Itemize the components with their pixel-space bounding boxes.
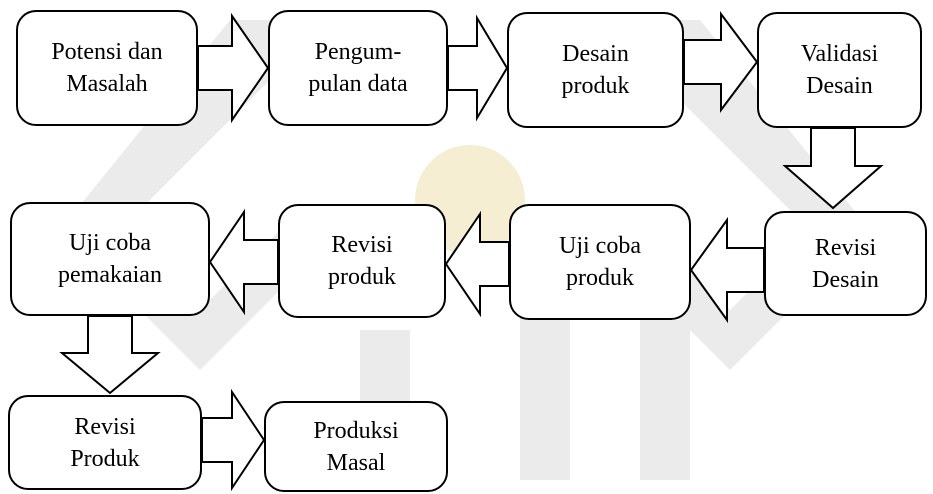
arrow-revisi-desain-to-uji-coba-produk [689, 216, 765, 324]
node-revisi-desain: Revisi Desain [764, 211, 927, 316]
arrow-revisi-produk-2-to-produksi-masal [201, 388, 266, 492]
node-revisi-produk: Revisi produk [278, 204, 446, 318]
arrow-uji-coba-produk-to-revisi-produk [444, 210, 510, 318]
node-uji-coba-pemakaian: Uji coba pemakaian [10, 202, 210, 316]
node-desain-produk: Desain produk [507, 12, 684, 128]
node-potensi-dan-masalah: Potensi dan Masalah [16, 10, 198, 126]
arrow-revisi-produk-to-uji-coba-pemakaian [208, 208, 279, 316]
node-produksi-masal: Produksi Masal [264, 401, 448, 492]
node-validasi-desain: Validasi Desain [757, 12, 922, 128]
arrow-pengumpulan-data-to-desain-produk [447, 14, 509, 122]
node-revisi-produk-2: Revisi Produk [8, 395, 202, 490]
arrow-potensi-dan-masalah-to-pengumpulan-data [197, 12, 270, 124]
arrow-uji-coba-pemakaian-to-revisi-produk-2 [59, 315, 161, 395]
node-pengumpulan-data: Pengum- pulan data [268, 10, 448, 126]
arrow-validasi-desain-to-revisi-desain [782, 127, 884, 210]
arrows-layer [59, 11, 884, 492]
arrow-desain-produk-to-validasi-desain [683, 11, 759, 113]
node-uji-coba-produk: Uji coba produk [509, 204, 691, 320]
